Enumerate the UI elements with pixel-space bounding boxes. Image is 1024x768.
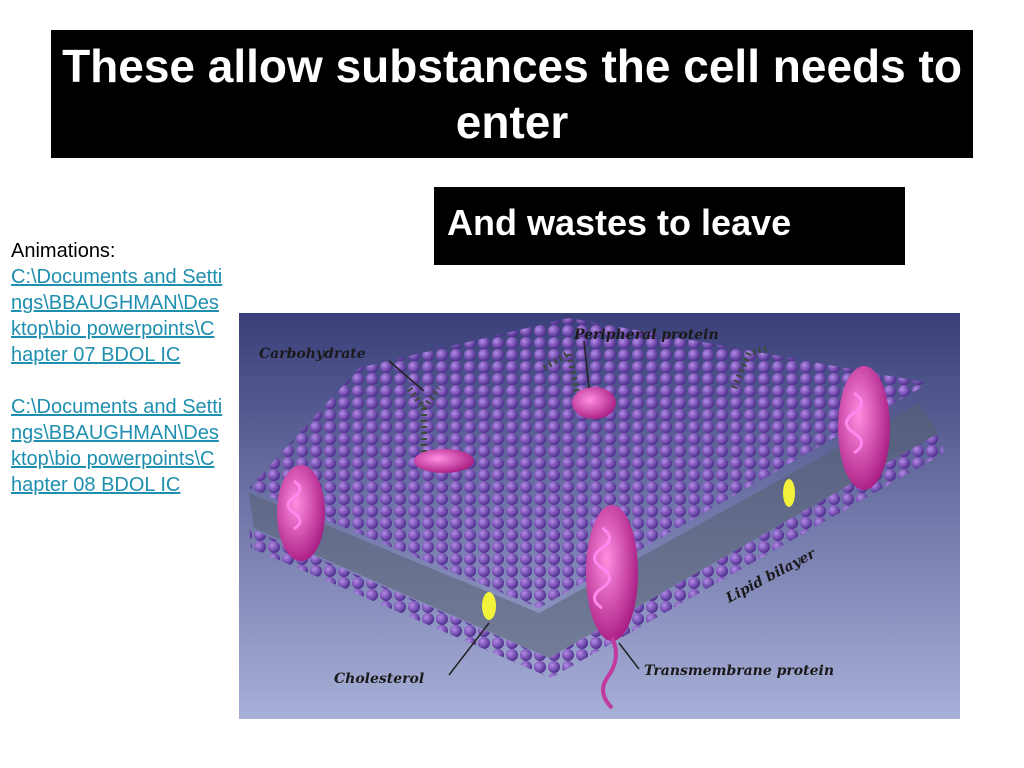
carbohydrate-chains xyxy=(406,345,770,458)
lower-lipid-heads xyxy=(249,433,944,678)
lipid-tails xyxy=(249,403,939,658)
animations-sidebar: Animations: C:\Documents and Settings\BB… xyxy=(11,238,225,498)
label-carbohydrate: Carbohydrate xyxy=(259,346,366,362)
slide-subtitle: And wastes to leave xyxy=(434,187,905,265)
transmembrane-proteins xyxy=(277,366,890,710)
animation-link-ch08[interactable]: C:\Documents and Settings\BBAUGHMAN\Desk… xyxy=(11,396,223,496)
cell-membrane-diagram: Carbohydrate Peripheral protein Lipid bi… xyxy=(239,313,960,719)
upper-lipid-heads xyxy=(249,318,929,608)
label-cholesterol: Cholesterol xyxy=(334,671,424,687)
peripheral-protein-1 xyxy=(414,449,474,473)
spacer xyxy=(11,368,225,394)
peripheral-protein-2 xyxy=(572,387,616,419)
label-peripheral-protein: Peripheral protein xyxy=(573,327,719,343)
cholesterol-molecule-1 xyxy=(482,592,496,620)
slide-title: These allow substances the cell needs to… xyxy=(51,30,973,158)
animation-link-ch07[interactable]: C:\Documents and Settings\BBAUGHMAN\Desk… xyxy=(11,266,223,366)
membrane-illustration: Carbohydrate Peripheral protein Lipid bi… xyxy=(239,313,960,719)
cholesterol-molecule-2 xyxy=(783,479,795,507)
label-transmembrane-protein: Transmembrane protein xyxy=(644,663,834,679)
label-pointers xyxy=(388,340,640,676)
animations-heading: Animations: xyxy=(11,240,116,262)
